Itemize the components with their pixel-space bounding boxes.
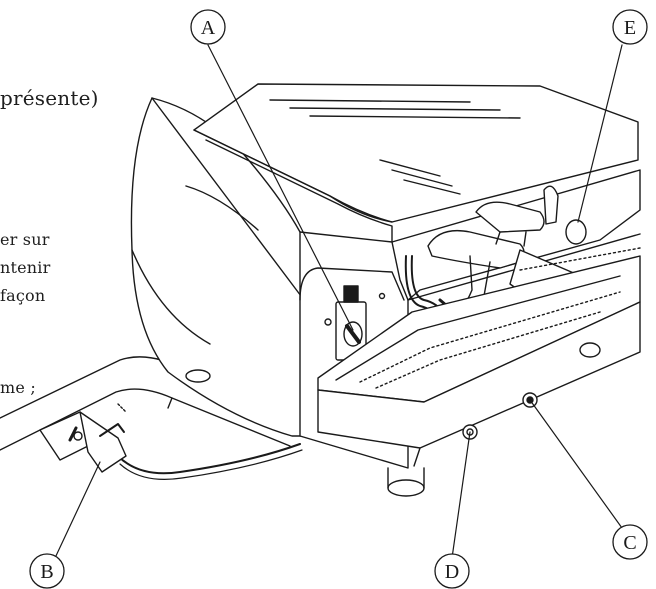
leader-a xyxy=(207,44,354,331)
callout-label-a: A xyxy=(201,17,216,39)
callout-circles xyxy=(29,9,648,589)
leader-b xyxy=(54,461,101,559)
callout-circle-a xyxy=(190,9,226,45)
callout-circle-b xyxy=(29,553,65,589)
text-fragment-facon: façon xyxy=(0,286,46,305)
indicator-e xyxy=(565,219,587,245)
group-head-right xyxy=(475,185,559,247)
leader-c xyxy=(529,399,623,529)
machine-lower-front xyxy=(185,301,641,497)
water-hose xyxy=(117,443,303,480)
cup-warmer-tray xyxy=(193,83,639,243)
callout-label-d: D xyxy=(445,561,459,583)
callout-leaders xyxy=(54,44,623,559)
text-fragment-me: me ; xyxy=(0,378,36,397)
text-fragment-presente: présente) xyxy=(0,86,99,110)
leader-d xyxy=(451,431,471,559)
text-fragment-ntenir: ntenir xyxy=(0,258,51,277)
callout-circle-d xyxy=(434,553,470,589)
callout-label-c: C xyxy=(623,532,636,554)
switch-panel xyxy=(324,285,386,361)
callout-label-b: B xyxy=(40,561,53,583)
text-fragment-er-sur: er sur xyxy=(0,230,50,249)
leader-e xyxy=(577,44,623,223)
water-valve xyxy=(39,403,127,473)
callout-circle-c xyxy=(612,524,648,560)
callout-circle-e xyxy=(612,9,648,45)
callout-label-e: E xyxy=(624,17,636,39)
